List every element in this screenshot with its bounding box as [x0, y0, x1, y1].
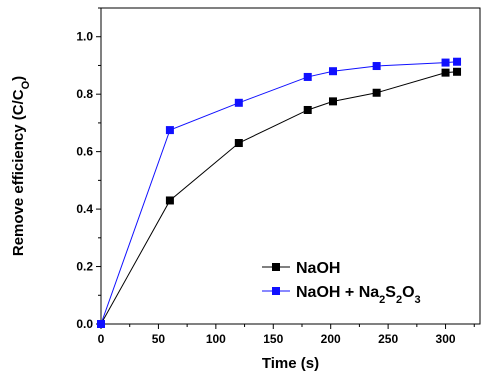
- data-point: [453, 67, 462, 76]
- data-point: [372, 62, 381, 71]
- legend-text-part: NaOH + Na: [296, 284, 379, 301]
- x-tick-label: 100: [206, 332, 226, 346]
- legend-text-part: S: [385, 284, 396, 301]
- x-tick-label: 50: [152, 332, 166, 346]
- series-line: [100, 71, 458, 325]
- data-point: [97, 320, 105, 328]
- x-tick-label: 300: [436, 332, 456, 346]
- data-point: [165, 126, 174, 135]
- data-point: [165, 196, 174, 205]
- y-tick-label: 0.6: [76, 145, 93, 159]
- plot-frame: [100, 7, 481, 325]
- data-point: [234, 98, 243, 107]
- legend-item: NaOH: [262, 260, 340, 277]
- data-point: [328, 67, 337, 76]
- y-tick-label: 0.8: [76, 87, 93, 101]
- legend-marker: [272, 287, 280, 295]
- y-tick-label: 0.4: [76, 202, 93, 216]
- legend-label: NaOH: [296, 260, 340, 277]
- data-point: [441, 58, 450, 67]
- legend-subscript: 2: [396, 294, 402, 306]
- legend-text-part: NaOH: [296, 260, 340, 277]
- y-axis-title-end: ): [10, 76, 27, 81]
- series-1: [97, 57, 462, 328]
- x-tick-label: 150: [263, 332, 283, 346]
- x-axis-title: Time (s): [262, 355, 319, 372]
- data-point: [303, 72, 312, 81]
- series-line: [100, 61, 458, 325]
- y-tick-label: 0.0: [76, 317, 93, 331]
- y-tick-label: 0.2: [76, 260, 93, 274]
- data-point: [441, 68, 450, 77]
- x-tick-label: 0: [98, 332, 105, 346]
- x-tick-label: 200: [321, 332, 341, 346]
- legend-marker: [272, 263, 280, 271]
- y-tick-label: 1.0: [76, 30, 93, 44]
- data-point: [328, 97, 337, 106]
- data-point: [453, 57, 462, 66]
- x-tick-label: 250: [378, 332, 398, 346]
- legend-label: NaOH + Na2S2O3: [296, 284, 421, 306]
- axis-ticks: 0 50 100 150 200 250 300 0.0 0.2 0.4 0.6 0.8 1.0: [76, 7, 475, 346]
- data-point: [234, 139, 243, 148]
- data-point: [303, 105, 312, 114]
- legend-subscript: 2: [379, 294, 385, 306]
- legend-item: NaOH + Na2S2O3: [262, 284, 421, 306]
- y-axis-title-sub: O: [20, 80, 32, 89]
- legend-subscript: 3: [415, 294, 421, 306]
- legend-text-part: O: [402, 284, 414, 301]
- y-axis-title-main: Remove efficiency (C/C: [10, 89, 27, 256]
- series-layer: [97, 57, 462, 328]
- data-point: [372, 88, 381, 97]
- y-axis-title: Remove efficiency (C/CO): [10, 76, 32, 256]
